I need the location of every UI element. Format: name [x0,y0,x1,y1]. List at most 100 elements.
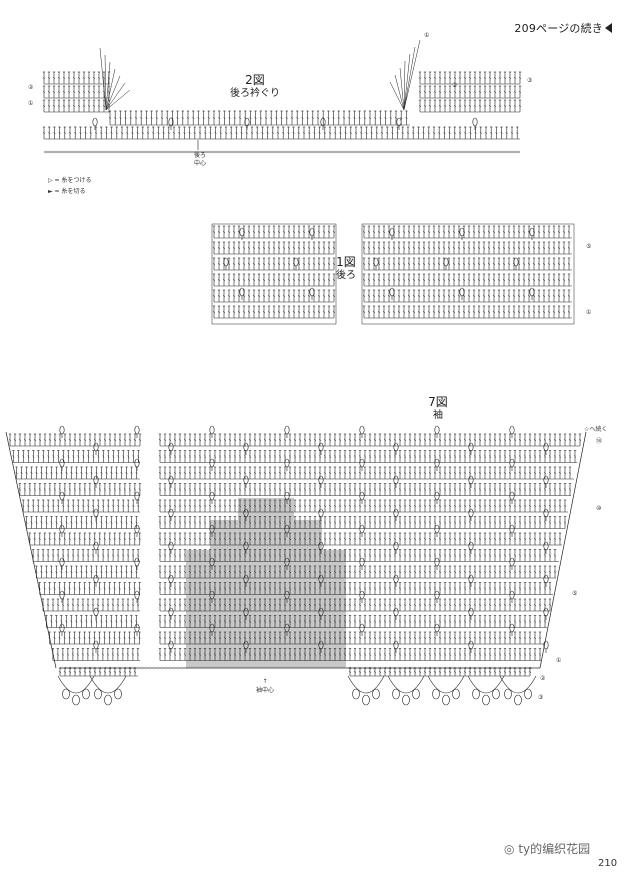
dc-stitch-bar [308,554,312,557]
dc-stitch-bar [137,455,140,458]
dc-stitch-bar [97,76,101,80]
dc-stitch-bar [288,570,292,574]
dc-stitch-bar [90,471,93,475]
dc-stitch-bar [433,90,437,94]
dc-stitch-bar [318,131,321,135]
dc-stitch-bar [203,537,207,541]
dc-stitch-bar [278,471,282,475]
dc-stitch-bar [373,554,377,557]
dc-stitch-bar [253,570,257,574]
chain-stitch [163,150,168,154]
dc-stitch-bar [88,488,92,491]
dc-stitch-bar [68,131,72,135]
dc-stitch-bar [293,471,297,475]
dc-stitch-bar [542,246,546,250]
dc-stitch-bar [33,438,37,442]
dc-stitch-bar [343,504,347,508]
dc-stitch-bar [82,455,85,458]
dc-stitch-bar [287,246,291,250]
dc-stitch-bar [227,246,231,250]
dc-stitch-bar [137,504,140,508]
dc-stitch-bar [374,116,377,120]
dc-stitch-bar [263,438,267,442]
dc-stitch-bar [518,471,522,475]
fan-stitch [389,81,405,111]
dc-stitch-bar [243,455,247,458]
dc-stitch-bar [558,504,562,508]
dc-stitch-bar [488,537,492,541]
dc-stitch-bar [18,438,22,442]
dc-stitch-bar [237,278,241,282]
dc-stitch-bar [262,262,266,266]
dc-stitch-bar [42,90,46,94]
dc-stitch-bar [467,278,471,282]
dc-stitch-bar [553,537,557,541]
dc-stitch-bar [58,131,61,135]
dc-stitch-bar [427,131,430,135]
dc-stitch-bar [80,521,83,524]
dc-stitch-bar [33,488,37,491]
dc-stitch-bar [55,570,58,574]
dc-stitch-bar [538,521,542,524]
dc-stitch-bar [462,246,466,250]
dc-stitch-bar [102,104,106,108]
dc-stitch-bar [498,537,502,541]
dc-stitch-bar [507,310,511,314]
dc-stitch-bar [548,455,552,458]
dc-stitch-bar [438,521,442,524]
dc-stitch-bar [498,471,502,475]
dc-stitch-bar [105,570,108,574]
dc-stitch-bar [237,294,241,298]
wechat-icon: ◎ [504,842,515,856]
dc-stitch-bar [22,455,25,458]
dc-stitch-bar [116,554,120,557]
dc-stitch-bar [88,537,91,541]
dc-stitch-bar [268,471,272,475]
dc-stitch-bar [135,471,138,475]
dc-stitch-bar [263,455,267,458]
dc-stitch-bar [528,471,532,475]
dc-stitch-bar [482,262,486,266]
dc-stitch-bar [268,438,272,442]
dc-stitch-bar [562,294,566,298]
dc-stitch-bar [233,537,237,541]
dc-stitch-bar [507,278,511,282]
chain-stitch [368,150,373,154]
dc-stitch-bar [308,537,312,541]
dc-stitch-bar [173,521,177,524]
dc-stitch-bar [362,278,366,282]
dc-stitch-bar [27,455,30,458]
dc-stitch-bar [178,438,182,442]
dc-stitch-bar [537,294,541,298]
dc-stitch-bar [387,278,391,282]
chain-stitch [95,150,100,154]
dc-stitch-bar [508,488,512,491]
dc-stitch-bar [307,262,311,266]
dc-stitch-bar [163,521,167,524]
dc-stitch-bar [462,262,466,266]
dc-stitch-bar [398,471,402,475]
dc-stitch-bar [498,554,502,557]
dc-stitch-bar [553,455,557,458]
chain-stitch [107,150,112,154]
dc-stitch-bar [222,310,226,314]
dc-stitch-bar [323,131,326,135]
fan-stitch [394,74,405,111]
dc-stitch-bar [292,131,295,135]
dc-stitch-bar [348,455,352,458]
dc-stitch-bar [377,246,381,250]
dc-stitch-bar [43,488,47,491]
dc-stitch-bar [136,131,139,135]
dc-stitch-bar [193,537,197,541]
dc-stitch-bar [102,504,105,508]
dc-stitch-bar [432,246,436,250]
chain-stitch [452,150,457,154]
dc-stitch-bar [387,294,391,298]
dc-stitch-bar [373,504,377,508]
dc-stitch-bar [448,90,452,94]
dc-stitch-bar [37,504,40,508]
dc-stitch-bar [493,488,497,491]
dc-stitch-bar [318,537,322,541]
dc-stitch-bar [388,504,392,508]
dc-stitch-bar [72,104,76,108]
